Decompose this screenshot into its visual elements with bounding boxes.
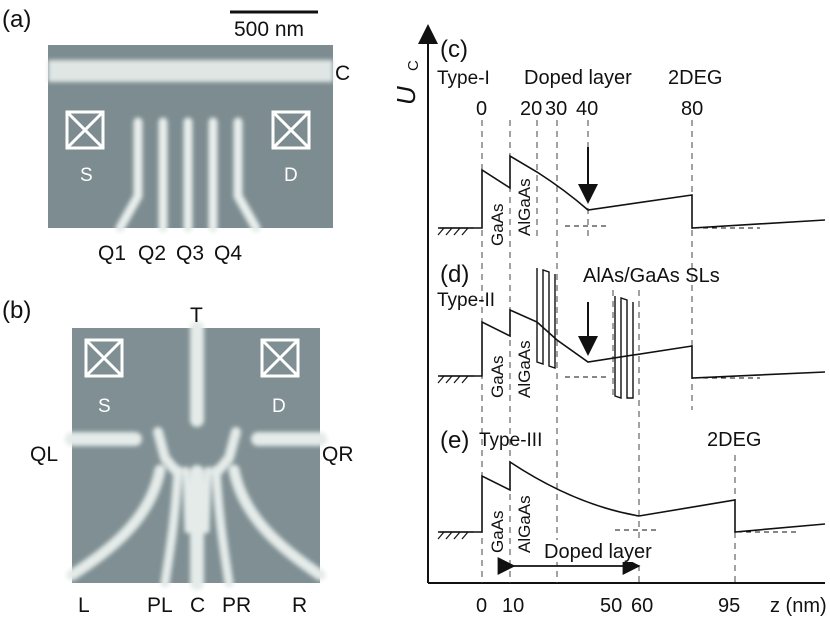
x-tick-50: 50	[600, 595, 622, 617]
gate-q1-label: Q1	[98, 242, 126, 265]
algaas-label-c: AlGaAs	[515, 178, 534, 236]
gate-qr-label: QR	[322, 443, 354, 466]
panel-d: (d) Type-II AlAs/GaAs SLs GaAs AlGaAs	[437, 261, 826, 399]
twodeg-label-e: 2DEG	[707, 429, 761, 451]
type-i-label: Type-I	[437, 68, 490, 89]
scale-bar-label: 500 nm	[234, 18, 304, 41]
gate-pl-label: PL	[147, 594, 173, 617]
pos-80: 80	[681, 98, 703, 120]
superlattice-right	[614, 296, 634, 399]
pos-20: 20	[520, 98, 542, 120]
drain-label-b: D	[272, 396, 286, 417]
gaas-label-e: GaAs	[488, 510, 507, 553]
panel-tag-d: (d)	[440, 261, 469, 288]
panel-tag-b: (b)	[2, 297, 31, 324]
doped-label-c: Doped layer	[524, 67, 632, 89]
gate-q2-label: Q2	[138, 242, 166, 265]
gaas-label-c: GaAs	[488, 203, 507, 246]
sl-label-d: AlAs/GaAs SLs	[583, 265, 720, 287]
x-tick-0: 0	[476, 595, 487, 617]
algaas-label-d: AlGaAs	[515, 340, 534, 398]
drain-contact-icon	[271, 110, 311, 150]
substrate-hatch-e	[437, 531, 474, 540]
panel-b: S D (b) T QL QR L PL C PR R	[2, 297, 354, 617]
type-ii-label: Type-II	[437, 290, 495, 311]
twodeg-label-c: 2DEG	[668, 67, 722, 89]
x-tick-95: 95	[718, 595, 740, 617]
pos-40: 40	[576, 98, 598, 120]
gate-q3-label: Q3	[176, 242, 204, 265]
algaas-label-e: AlGaAs	[515, 495, 534, 553]
panel-tag-e: (e)	[440, 427, 469, 454]
doped-label-bg	[542, 540, 660, 562]
gate-ql-label: QL	[30, 443, 58, 466]
doped-label-e: Doped layer	[544, 541, 652, 563]
panel-a: S D 500 nm (a) C Q1 Q2 Q3 Q4	[2, 6, 350, 265]
panel-tag-a: (a)	[2, 6, 31, 33]
gate-l-label: L	[78, 594, 90, 617]
panel-e: (e) Type-III 2DEG GaAs AlGaAs Doped laye…	[437, 427, 826, 575]
source-contact-icon-b	[84, 338, 124, 378]
band-edge-e	[438, 460, 826, 533]
band-diagram-panel: U C z (nm) 0 10 50 60 95 (c) Type-I Dope…	[391, 24, 827, 617]
type-iii-label: Type-III	[479, 430, 542, 451]
gaas-label-d: GaAs	[488, 355, 507, 398]
gate-c-strip	[48, 60, 333, 82]
substrate-hatch-c	[437, 227, 474, 236]
substrate-hatch-d	[437, 375, 474, 384]
gate-r-label: R	[292, 594, 307, 617]
source-contact-icon	[65, 110, 105, 150]
panel-tag-c: (c)	[440, 36, 468, 63]
drain-contact-icon-b	[260, 338, 300, 378]
gate-c-label-b: C	[190, 594, 205, 617]
q-gate-fingers	[115, 117, 261, 233]
band-edge-c	[438, 154, 826, 229]
y-axis-subscript: C	[405, 60, 422, 71]
gate-t-label: T	[190, 304, 203, 327]
b-gate-structures	[65, 321, 327, 590]
x-tick-10: 10	[502, 595, 524, 617]
x-axis-label: z (nm)	[770, 595, 827, 617]
panel-c: (c) Type-I Doped layer 2DEG 0 20 30 40 8…	[437, 36, 826, 246]
gate-c-label-a: C	[335, 62, 350, 85]
y-axis-symbol: U	[391, 86, 421, 105]
source-label-b: S	[98, 396, 111, 417]
gate-q4-label: Q4	[214, 242, 242, 265]
gate-pr-label: PR	[222, 594, 251, 617]
pos-0: 0	[476, 98, 487, 120]
source-label-a: S	[80, 165, 93, 186]
drain-label-a: D	[284, 165, 298, 186]
pos-30: 30	[545, 98, 567, 120]
x-tick-60: 60	[631, 595, 653, 617]
superlattice-left	[536, 268, 556, 369]
